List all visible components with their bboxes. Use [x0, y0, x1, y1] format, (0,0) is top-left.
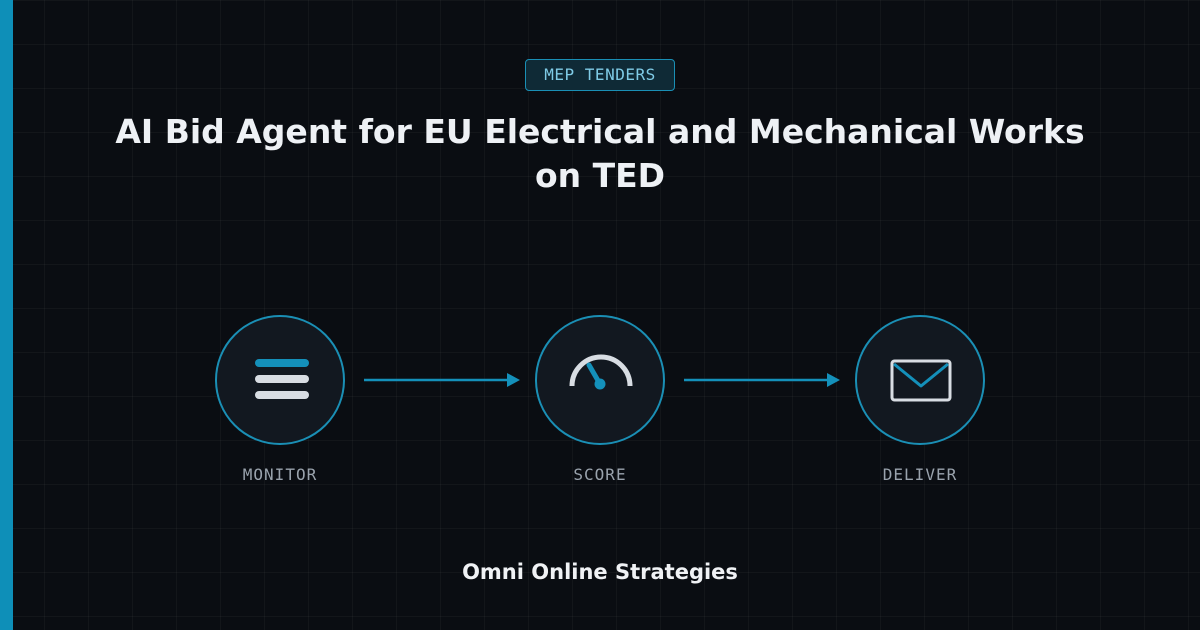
accent-bar — [0, 0, 13, 630]
title-line-2: on TED — [534, 156, 666, 195]
page-title: AI Bid Agent for EU Electrical and Mecha… — [80, 110, 1120, 198]
step-monitor — [215, 315, 345, 445]
brand-name: Omni Online Strategies — [462, 560, 738, 584]
step-label-deliver: DELIVER — [882, 465, 958, 484]
step-label-monitor: MONITOR — [242, 465, 318, 484]
category-badge: MEP TENDERS — [525, 59, 675, 91]
step-label-score: SCORE — [573, 465, 627, 484]
gauge-icon — [569, 354, 633, 390]
arrow-right-icon — [684, 373, 840, 387]
title-line-1: AI Bid Agent for EU Electrical and Mecha… — [115, 112, 1085, 151]
step-score — [535, 315, 665, 445]
envelope-icon — [890, 359, 952, 402]
step-deliver — [855, 315, 985, 445]
list-icon — [255, 359, 309, 399]
arrow-right-icon — [364, 373, 520, 387]
